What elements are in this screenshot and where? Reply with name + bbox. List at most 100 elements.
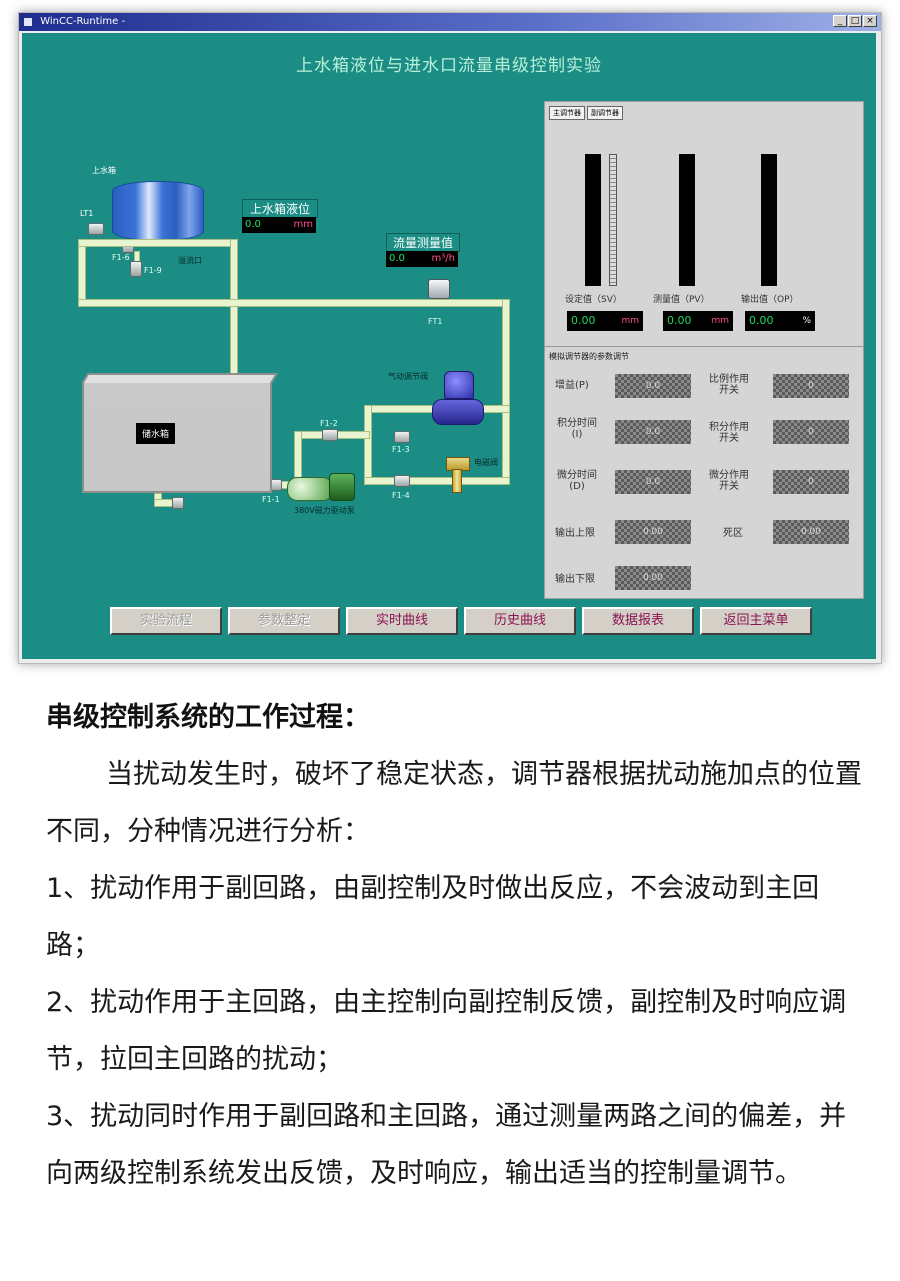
pipe-left-vertical	[78, 239, 86, 307]
ft1-flowmeter[interactable]	[428, 279, 450, 299]
app-icon	[23, 17, 33, 27]
article-item-3: 3、扰动同时作用于副回路和主回路，通过测量两路之间的偏差，并向两级控制系统发出反…	[46, 1101, 847, 1189]
sv-bar	[585, 154, 601, 286]
article: 串级控制系统的工作过程： 当扰动发生时，破坏了稳定状态，调节器根据扰动施加点的位…	[46, 700, 866, 1202]
lt1-label: LT1	[80, 209, 94, 218]
f1-2-label: F1-2	[320, 419, 338, 428]
hmi-screen: 上水箱液位与进水口流量串级控制实验 上水箱 LT1 F1-6 F1-9 溢流口 …	[22, 33, 876, 659]
pipe-right-vertical	[502, 299, 510, 479]
overflow-label: 溢流口	[178, 256, 202, 265]
maximize-button[interactable]: □	[848, 15, 862, 27]
experiment-flow-button[interactable]: 实验流程	[110, 607, 222, 635]
ft1-label: FT1	[428, 317, 443, 326]
sv-label: 设定值（SV）	[565, 295, 622, 305]
pipe-lower-branch	[364, 477, 510, 485]
pipe-pump-riser	[294, 431, 302, 479]
reservoir-drain-valve[interactable]	[172, 497, 184, 509]
op-display: 0.00 %	[745, 311, 815, 331]
hmi-title: 上水箱液位与进水口流量串级控制实验	[296, 56, 602, 76]
controller-panel: 主调节器 副调节器 设定值（SV） 测量值（PV） 输出值（OP） 0.00 m…	[544, 101, 864, 599]
level-value: 0.0	[245, 219, 261, 230]
upper-tank-label: 上水箱	[92, 166, 116, 175]
solenoid-label: 电磁阀	[474, 458, 498, 467]
pump-label: 380V磁力驱动泵	[294, 506, 355, 515]
controller-tabs: 主调节器 副调节器	[549, 106, 623, 120]
d-switch-label: 微分作用 开关	[709, 470, 749, 492]
i-switch-label: 积分作用 开关	[709, 422, 749, 444]
realtime-curve-button[interactable]: 实时曲线	[346, 607, 458, 635]
title-bar: WinCC-Runtime - _ □ ×	[19, 13, 881, 31]
output-low-label: 输出下限	[555, 574, 595, 585]
reg-valve-label: 气动调节阀	[388, 372, 428, 381]
back-to-menu-button[interactable]: 返回主菜单	[700, 607, 812, 635]
flow-display: 0.0 m³/h	[386, 251, 458, 267]
pv-bar	[679, 154, 695, 286]
reservoir-label: 储水箱	[136, 423, 176, 444]
param-title: 模拟调节器的参数调节	[549, 352, 629, 361]
solenoid-valve[interactable]	[446, 457, 470, 493]
sv-display: 0.00 mm	[567, 311, 643, 331]
reservoir-tank: 储水箱	[82, 381, 272, 493]
close-button[interactable]: ×	[863, 15, 877, 27]
pv-label: 测量值（PV）	[653, 295, 710, 305]
param-tuning-button[interactable]: 参数整定	[228, 607, 340, 635]
derivative-label: 微分时间 (D)	[557, 470, 597, 492]
valve-f1-4[interactable]	[394, 475, 410, 487]
output-high-input[interactable]: 0.00	[615, 520, 691, 544]
data-report-button[interactable]: 数据报表	[582, 607, 694, 635]
p-switch-input[interactable]: 0	[773, 374, 849, 398]
history-curve-button[interactable]: 历史曲线	[464, 607, 576, 635]
magnetic-pump[interactable]	[287, 473, 355, 501]
window-title: WinCC-Runtime -	[40, 16, 126, 27]
integral-label: 积分时间 (I)	[557, 418, 597, 440]
valve-f1-3[interactable]	[394, 431, 410, 443]
flow-unit: m³/h	[431, 253, 455, 264]
f1-1-label: F1-1	[262, 495, 280, 504]
pipe-main-horizontal	[78, 299, 510, 307]
article-item-2: 2、扰动作用于主回路，由主控制向副控制反馈，副控制及时响应调节，拉回主回路的扰动…	[46, 987, 847, 1075]
d-switch-input[interactable]: 0	[773, 470, 849, 494]
deadband-input[interactable]: 0.00	[773, 520, 849, 544]
upper-tank	[112, 181, 204, 241]
pipe-top-horizontal	[78, 239, 238, 247]
op-value: 0.00	[749, 314, 774, 327]
pv-unit: mm	[711, 316, 729, 326]
tab-master-controller[interactable]: 主调节器	[549, 106, 585, 120]
gain-input[interactable]: 0.0	[615, 374, 691, 398]
pneumatic-control-valve[interactable]	[432, 371, 484, 425]
sv-slider[interactable]	[609, 154, 617, 286]
op-bar	[761, 154, 777, 286]
pv-display: 0.00 mm	[663, 311, 733, 331]
f1-4-label: F1-4	[392, 491, 410, 500]
lt1-transmitter[interactable]	[88, 223, 104, 235]
pv-value: 0.00	[667, 314, 692, 327]
article-heading: 串级控制系统的工作过程：	[46, 702, 370, 733]
article-intro: 当扰动发生时，破坏了稳定状态，调节器根据扰动施加点的位置不同，分种情况进行分析：	[46, 759, 862, 847]
sv-unit: mm	[621, 316, 639, 326]
op-unit: %	[802, 316, 811, 326]
level-display-caption: 上水箱液位	[242, 199, 318, 218]
gain-label: 增益(P)	[555, 380, 589, 391]
i-switch-input[interactable]: 0	[773, 420, 849, 444]
tab-slave-controller[interactable]: 副调节器	[587, 106, 623, 120]
integral-input[interactable]: 0.0	[615, 420, 691, 444]
minimize-button[interactable]: _	[833, 15, 847, 27]
flow-display-caption: 流量测量值	[386, 233, 460, 252]
f1-3-label: F1-3	[392, 445, 410, 454]
op-label: 输出值（OP）	[741, 295, 799, 305]
flow-value: 0.0	[389, 253, 405, 264]
deadband-label: 死区	[723, 528, 743, 539]
p-switch-label: 比例作用 开关	[709, 374, 749, 396]
valve-f1-9[interactable]	[130, 261, 142, 277]
valve-f1-2[interactable]	[322, 429, 338, 441]
nav-button-row: 实验流程 参数整定 实时曲线 历史曲线 数据报表 返回主菜单	[110, 607, 812, 635]
article-item-1: 1、扰动作用于副回路，由副控制及时做出反应，不会波动到主回路；	[46, 873, 820, 961]
f1-6-label: F1-6	[112, 253, 130, 262]
wincc-runtime-window: WinCC-Runtime - _ □ × 上水箱液位与进水口流量串级控制实验 …	[18, 12, 882, 664]
pipe-branch-left	[364, 405, 372, 485]
panel-divider	[545, 346, 863, 347]
level-unit: mm	[293, 219, 313, 230]
output-low-input[interactable]: 0.00	[615, 566, 691, 590]
level-display: 0.0 mm	[242, 217, 316, 233]
derivative-input[interactable]: 0.0	[615, 470, 691, 494]
